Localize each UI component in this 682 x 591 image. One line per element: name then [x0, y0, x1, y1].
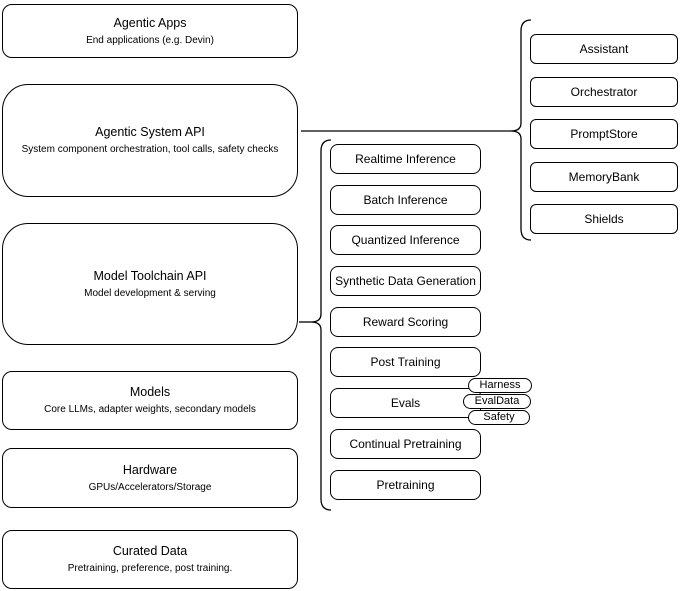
node-continual-pretraining: Continual Pretraining	[330, 429, 481, 459]
node-hardware: Hardware GPUs/Accelerators/Storage	[2, 448, 298, 508]
node-assistant: Assistant	[530, 34, 678, 64]
node-title: Hardware	[122, 462, 178, 477]
tag-safety: Safety	[468, 410, 530, 425]
tag-label: Safety	[483, 411, 515, 423]
tag-evaldata: EvalData	[463, 394, 531, 409]
node-shields: Shields	[530, 204, 678, 234]
brace-middle-column	[310, 139, 332, 511]
node-title: Agentic System API	[95, 125, 205, 139]
node-label: Evals	[390, 396, 421, 410]
node-label: Realtime Inference	[355, 152, 456, 166]
node-subtitle: Pretraining, preference, post training.	[67, 563, 233, 574]
node-subtitle: Model development & serving	[84, 287, 216, 299]
node-title: Model Toolchain API	[93, 268, 207, 283]
tag-harness: Harness	[468, 378, 532, 393]
node-title: Models	[129, 385, 171, 399]
node-label: PromptStore	[570, 127, 638, 141]
node-subtitle: System component orchestration, tool cal…	[21, 144, 279, 155]
node-label: Continual Pretraining	[349, 437, 462, 451]
node-title: Agentic Apps	[113, 15, 187, 30]
node-label: Orchestrator	[570, 85, 638, 99]
node-subtitle: End applications (e.g. Devin)	[86, 34, 214, 46]
node-label: Synthetic Data Generation	[335, 274, 476, 288]
node-label: Post Training	[370, 355, 441, 369]
node-batch-inference: Batch Inference	[330, 185, 481, 215]
node-evals: Evals	[330, 388, 481, 418]
node-label: Shields	[584, 212, 624, 226]
node-promptstore: PromptStore	[530, 119, 678, 149]
node-label: MemoryBank	[568, 170, 640, 184]
node-agentic-apps: Agentic Apps End applications (e.g. Devi…	[2, 4, 298, 58]
node-quantized-inference: Quantized Inference	[330, 225, 481, 255]
node-realtime-inference: Realtime Inference	[330, 144, 481, 174]
node-reward-scoring: Reward Scoring	[330, 307, 481, 337]
node-post-training: Post Training	[330, 347, 481, 377]
tag-label: EvalData	[474, 395, 520, 407]
node-pretraining: Pretraining	[330, 470, 481, 500]
brace-right-column	[510, 19, 532, 241]
node-memorybank: MemoryBank	[530, 162, 678, 192]
node-models: Models Core LLMs, adapter weights, secon…	[2, 371, 298, 430]
node-label: Quantized Inference	[351, 233, 460, 247]
node-subtitle: GPUs/Accelerators/Storage	[88, 481, 212, 493]
node-label: Pretraining	[376, 478, 435, 492]
node-model-toolchain-api: Model Toolchain API Model development & …	[2, 223, 298, 345]
node-curated-data: Curated Data Pretraining, preference, po…	[2, 530, 298, 589]
node-synthetic-data-generation: Synthetic Data Generation	[330, 266, 481, 296]
tag-label: Harness	[479, 379, 521, 391]
node-label: Assistant	[579, 42, 629, 56]
node-label: Batch Inference	[363, 193, 448, 207]
node-title: Curated Data	[112, 544, 188, 558]
node-agentic-system-api: Agentic System API System component orch…	[2, 84, 298, 197]
node-subtitle: Core LLMs, adapter weights, secondary mo…	[44, 404, 256, 415]
node-label: Reward Scoring	[362, 315, 449, 329]
node-orchestrator: Orchestrator	[530, 77, 678, 107]
